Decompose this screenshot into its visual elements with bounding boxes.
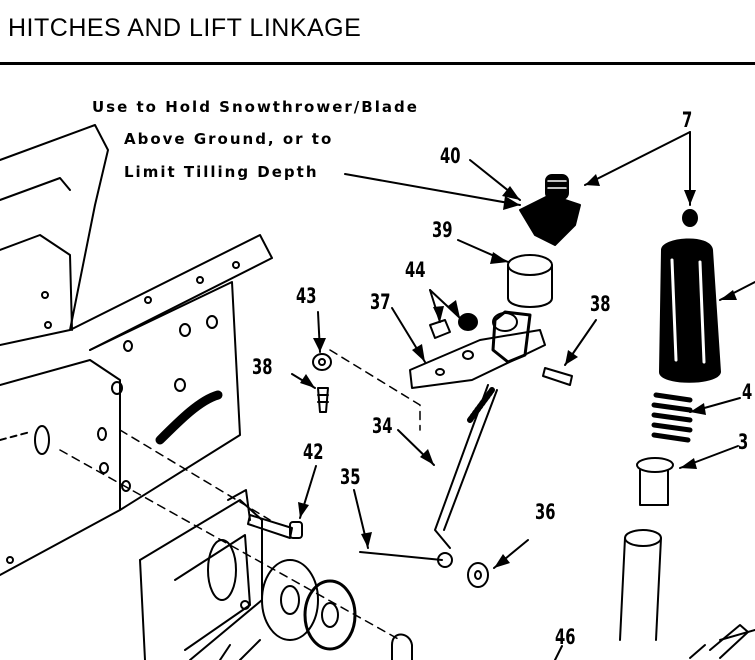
callout-46: 46 (555, 625, 576, 649)
note-line-1: Use to Hold Snowthrower/Blade (92, 98, 419, 116)
callout-34: 34 (372, 414, 393, 438)
screw-38-lower (312, 353, 332, 413)
arrow-heads (298, 174, 737, 568)
callout-4: 4 (742, 380, 753, 404)
callout-44: 44 (405, 258, 426, 282)
pin-bottom (391, 633, 413, 660)
callout-38-lower: 38 (252, 355, 273, 379)
callout-37: 37 (370, 290, 391, 314)
bolt-42 (247, 514, 303, 539)
spacer-39 (507, 254, 553, 308)
callout-7: 7 (682, 108, 693, 132)
hitch-bracket (139, 489, 263, 660)
callout-3: 3 (738, 430, 749, 454)
callout-42: 42 (303, 440, 324, 464)
handle-grip (659, 209, 721, 383)
pin-partial (689, 644, 706, 659)
pin-right (709, 624, 749, 659)
spring-4 (651, 392, 693, 443)
washers (261, 559, 357, 651)
screw-38-upper (542, 367, 573, 386)
plate-37 (409, 310, 546, 389)
title-rule (0, 62, 755, 65)
callout-43: 43 (296, 284, 317, 308)
knob-40 (519, 174, 581, 246)
tractor-frame (0, 124, 273, 576)
note-line-3: Limit Tilling Depth (124, 163, 319, 181)
note-line-2: Above Ground, or to (124, 130, 334, 148)
assembly-lines (59, 349, 421, 641)
page-title: HITCHES AND LIFT LINKAGE (8, 14, 362, 42)
nut-44 (429, 313, 478, 339)
callout-38-upper: 38 (590, 292, 611, 316)
callout-40: 40 (440, 144, 461, 168)
rod-34 (359, 384, 498, 568)
washer-36 (467, 562, 489, 588)
tube (619, 529, 662, 641)
callout-35: 35 (340, 465, 361, 489)
bushing-3 (636, 457, 674, 506)
callout-36: 36 (535, 500, 556, 524)
callout-39: 39 (432, 218, 453, 242)
